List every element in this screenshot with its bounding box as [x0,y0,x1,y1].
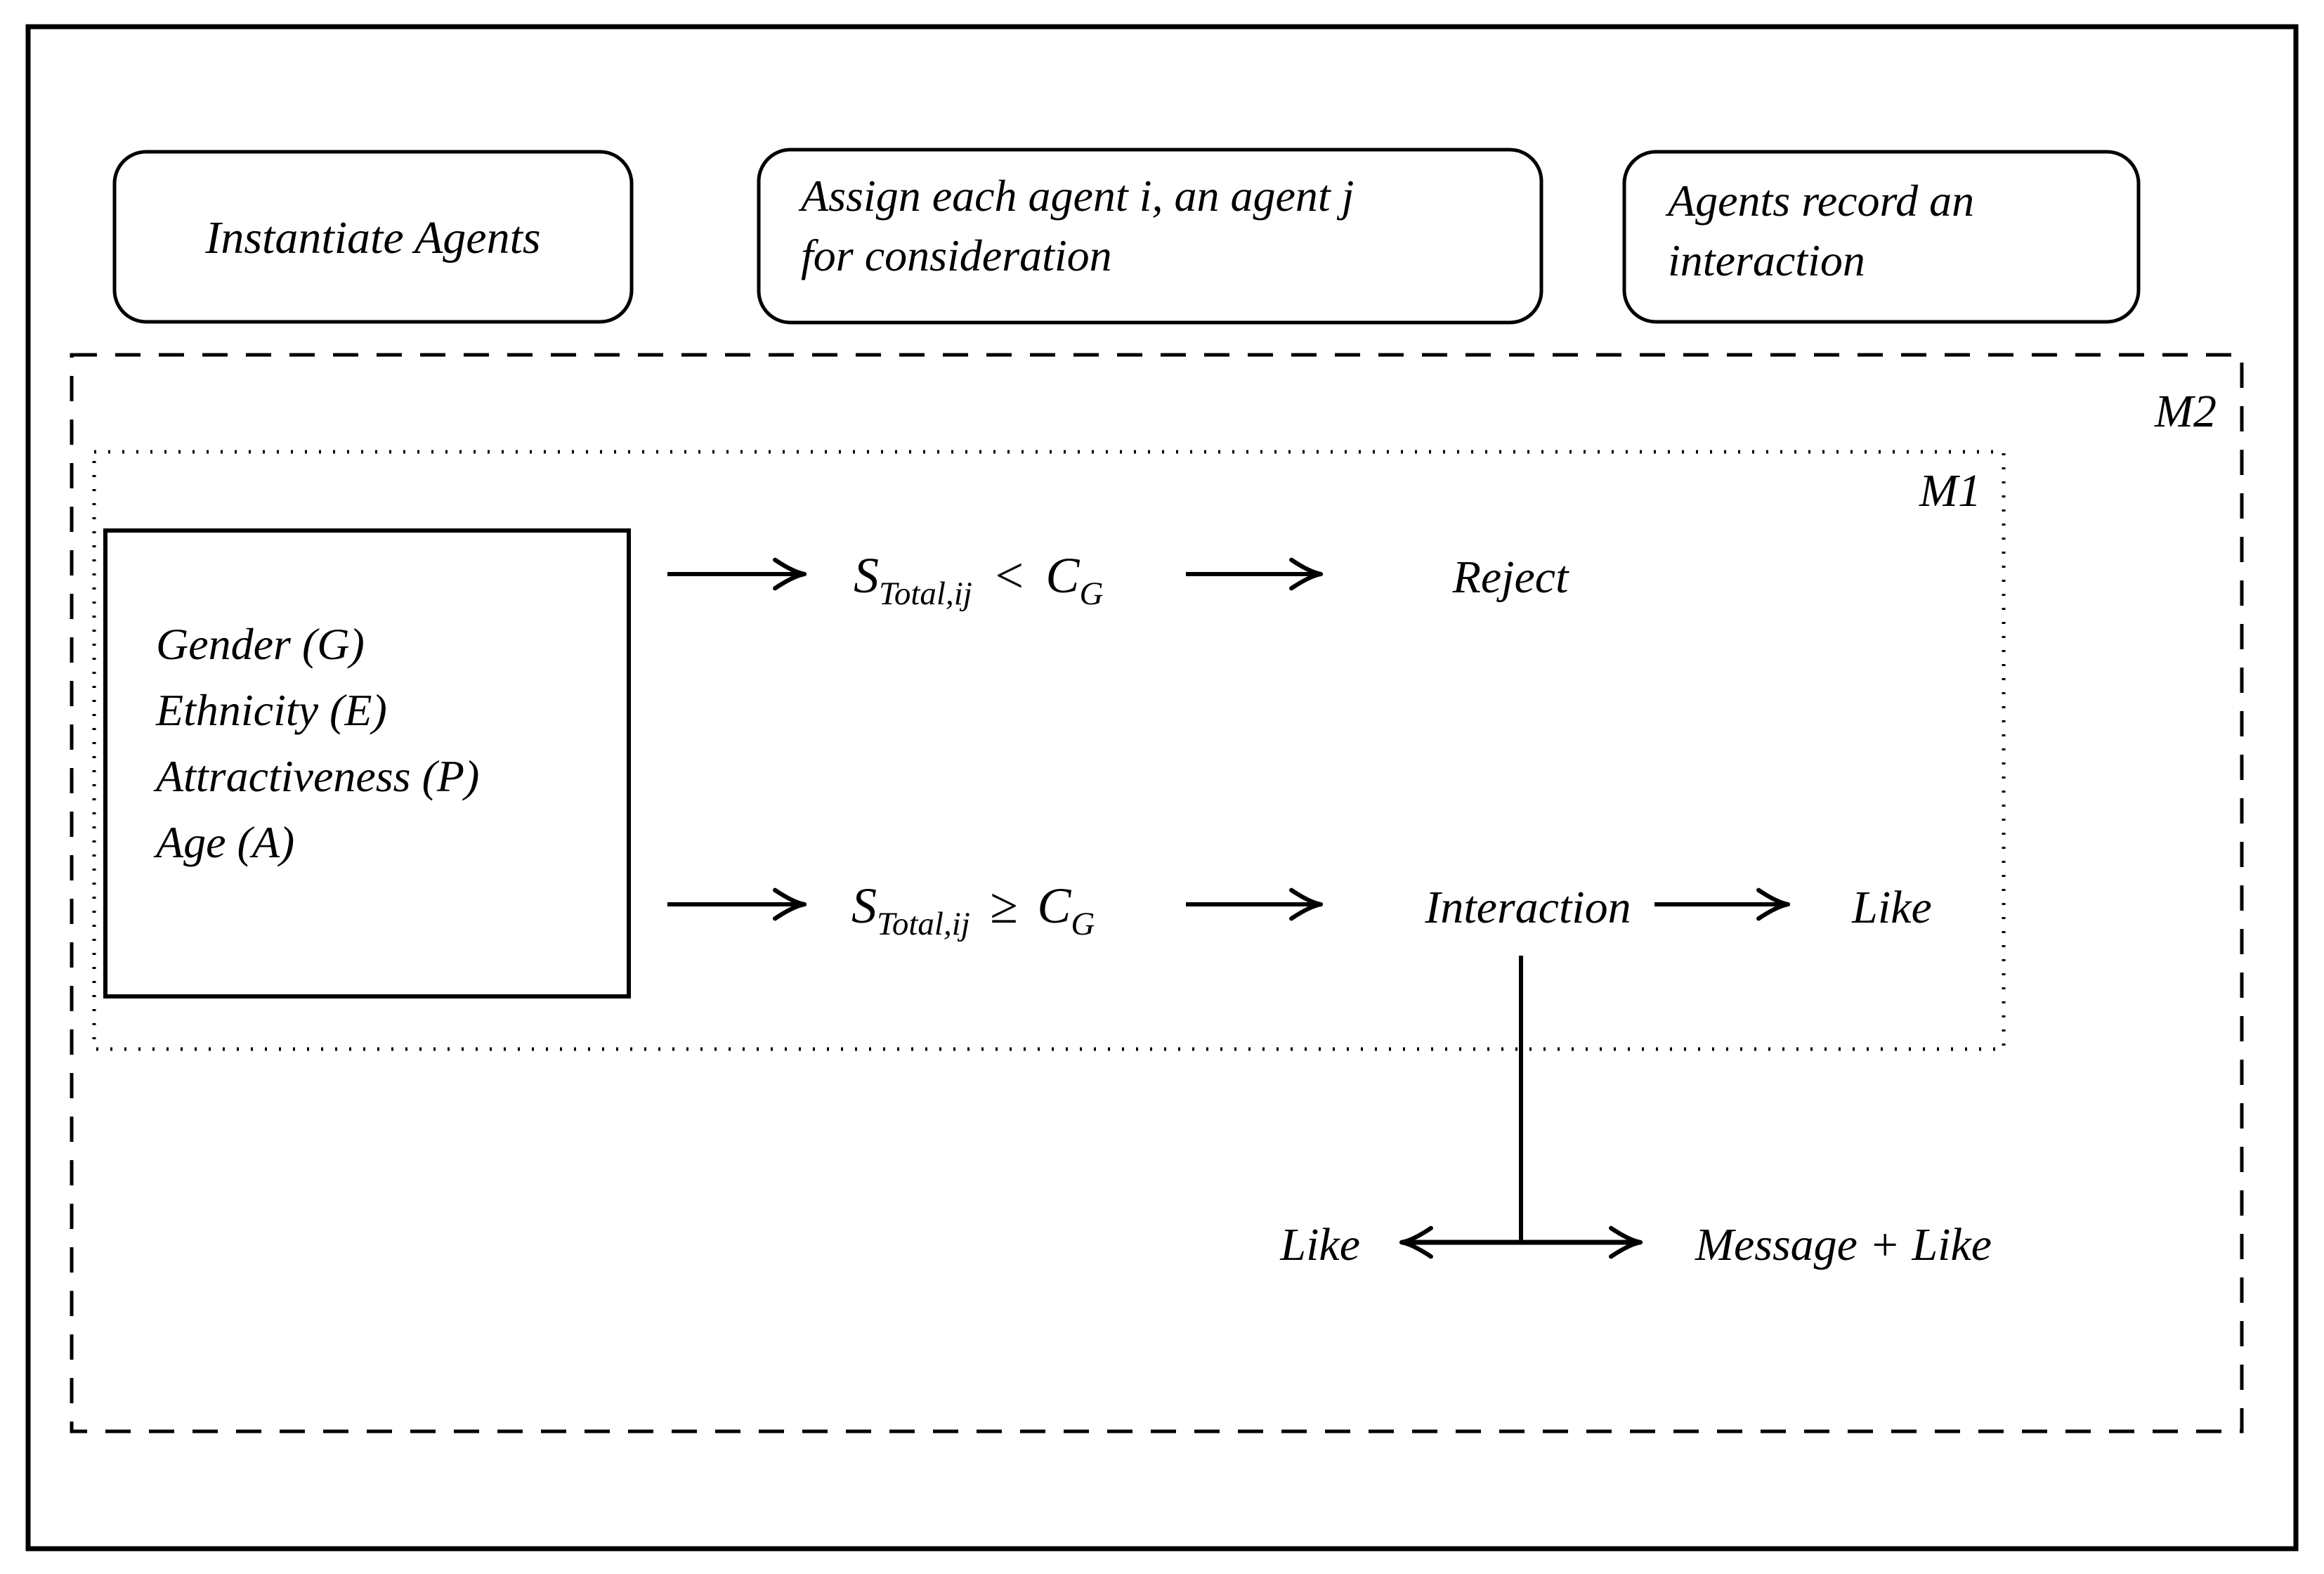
attribute-age: Age (A) [153,817,294,867]
record-interaction-label-line2: interaction [1668,235,1865,285]
module-m2-boundary [70,353,2244,1433]
assign-agents-box: Assign each agent i, an agent j for cons… [757,148,1543,325]
accept-cutoff-subscript: G [1071,906,1095,942]
assign-agents-label-line1: Assign each agent i, an agent j [798,171,1354,221]
reject-cutoff-symbol: C [1045,547,1080,604]
accept-condition-formula: STotal,ij ≥ CG [851,878,1095,942]
instantiate-agents-label: Instantiate Agents [204,212,540,264]
like-outcome-label: Like [1851,882,1932,933]
assign-agents-box-outline [757,148,1543,325]
accept-score-subscript: Total,ij [877,906,970,942]
reject-outcome-label: Reject [1452,552,1570,603]
reject-score-subscript: Total,ij [879,575,972,612]
interaction-label: Interaction [1424,882,1631,933]
accept-operator: ≥ [990,878,1018,934]
split-like-label: Like [1279,1219,1360,1270]
agent-attributes-box: Gender (G) Ethnicity (E) Attractiveness … [103,528,631,999]
attribute-ethnicity: Ethnicity (E) [155,685,387,735]
agent-attributes-box-outline [103,528,631,999]
reject-operator: < [992,547,1026,604]
module-m1-label: M1 [1919,465,1981,516]
split-message-like-label: Message + Like [1695,1219,1992,1270]
assign-agents-label-line2: for consideration [801,230,1112,280]
module-m2-label: M2 [2154,386,2217,437]
module-m1-boundary [92,450,2006,1051]
reject-cutoff-subscript: G [1079,575,1103,612]
accept-cutoff-symbol: C [1037,878,1071,934]
figure-border [25,24,2299,1552]
reject-condition-formula: STotal,ij < CG [854,547,1103,612]
record-interaction-box-outline [1622,150,2141,324]
instantiate-agents-box: Instantiate Agents [112,150,634,324]
attribute-attractiveness: Attractiveness (P) [153,751,479,801]
instantiate-agents-box-outline [112,150,634,324]
reject-score-symbol: S [854,547,879,604]
attribute-gender: Gender (G) [156,619,365,669]
accept-score-symbol: S [851,878,877,934]
record-interaction-label-line1: Agents record an [1665,176,1974,226]
record-interaction-box: Agents record an interaction [1622,150,2141,324]
